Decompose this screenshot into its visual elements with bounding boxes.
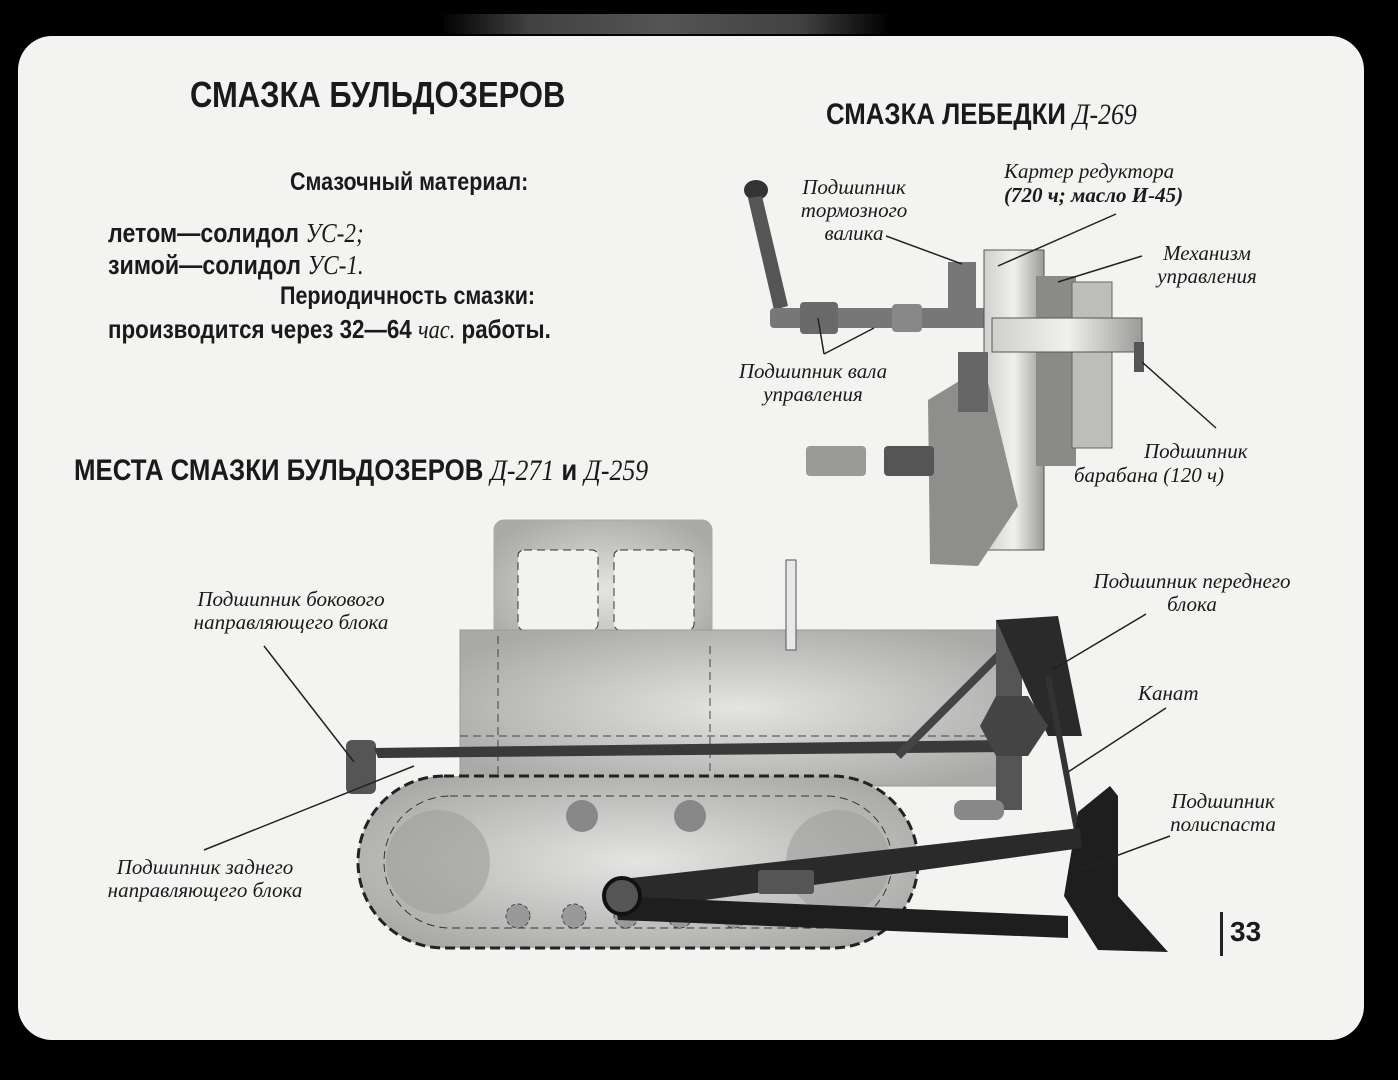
title-places: МЕСТА СМАЗКИ БУЛЬДОЗЕРОВ Д-271 и Д-259 [74,454,649,487]
lever-arm [748,196,788,310]
label-side-guide-bearing: Подшипник бокового направляющего блока [193,587,389,634]
period-text: производится через 32—64 час. работы. [108,314,551,344]
arm-pivot [602,876,642,916]
brake-shaft-housing [948,262,976,322]
drum [1071,281,1113,449]
page-number: 33 [1230,916,1262,947]
label-brake-shaft-bearing: Подшипник тормозного валика [800,175,908,245]
front-pulley [980,696,1048,756]
output-stub-2 [884,446,934,476]
label-drum-bearing-1: Подшипник [1144,439,1248,463]
label-rear-guide-bearing: Подшипник заднего направляющего блока [107,855,303,902]
label-front-block-bearing: Подшипник переднего блока [1093,569,1291,616]
track-inner [383,795,893,929]
blade [1064,786,1168,952]
label-gearbox-case-1: Картер редуктора [1004,159,1175,183]
drum-shaft [991,317,1143,353]
arm-bracket [758,870,814,894]
label-control-shaft-bearing: Подшипник вала управления [738,359,888,406]
lubricant-summer: летом—солидол УС-2; [108,218,364,248]
period-heading: Периодичность смазки: [280,282,536,310]
winch-base [928,366,1018,566]
diagram-drawing [203,180,1217,952]
exhaust-pipe [785,559,797,651]
cab-window-right [613,549,695,631]
label-gearbox-case-2: (720 ч; масло И-45) [1004,183,1184,207]
lubricant-winter: зимой—солидол УС-1. [108,250,364,280]
label-drum-bearing-2: барабана (120 ч) [1074,463,1225,487]
push-arm [614,896,1068,938]
cab-window-left [517,549,599,631]
upper-arm [614,828,1082,912]
shaft-bearing [800,302,838,334]
label-control-mechanism: Механизм управления [1157,241,1257,288]
support-roller-1 [566,800,598,832]
title-main: СМАЗКА БУЛЬДОЗЕРОВ [190,74,566,115]
slide: СМАЗКА БУЛЬДОЗЕРОВ СМАЗКА ЛЕБЕДКИ Д-269 … [18,36,1364,1040]
title-winch: СМАЗКА ЛЕБЕДКИ Д-269 [826,98,1137,131]
lever-knob [744,180,768,200]
push-rod [374,740,1008,758]
tractor-body [459,629,1021,787]
output-stub-1 [806,446,866,476]
gearbox-side [1036,276,1076,466]
support-roller-2 [674,800,706,832]
page-number-bar [1220,912,1223,956]
winch-model: Д-269 [1073,98,1137,131]
lubricant-heading: Смазочный материал: [290,168,529,196]
base-lug [958,352,988,412]
front-mount [954,800,1004,820]
rope-line [1045,675,1081,837]
label-rope: Канат [1138,681,1199,705]
side-guide-block [346,740,376,794]
film-edge [440,14,890,34]
bulldozer-drawing [203,519,1171,952]
shaft-bearing-2 [892,304,922,332]
rear-sprocket [386,810,490,914]
front-block [996,616,1082,736]
label-pulley-block-bearing: Подшипник полиспаста [1170,789,1276,836]
winch-drawing [744,180,1217,566]
drum-shaft-end [1134,342,1144,372]
